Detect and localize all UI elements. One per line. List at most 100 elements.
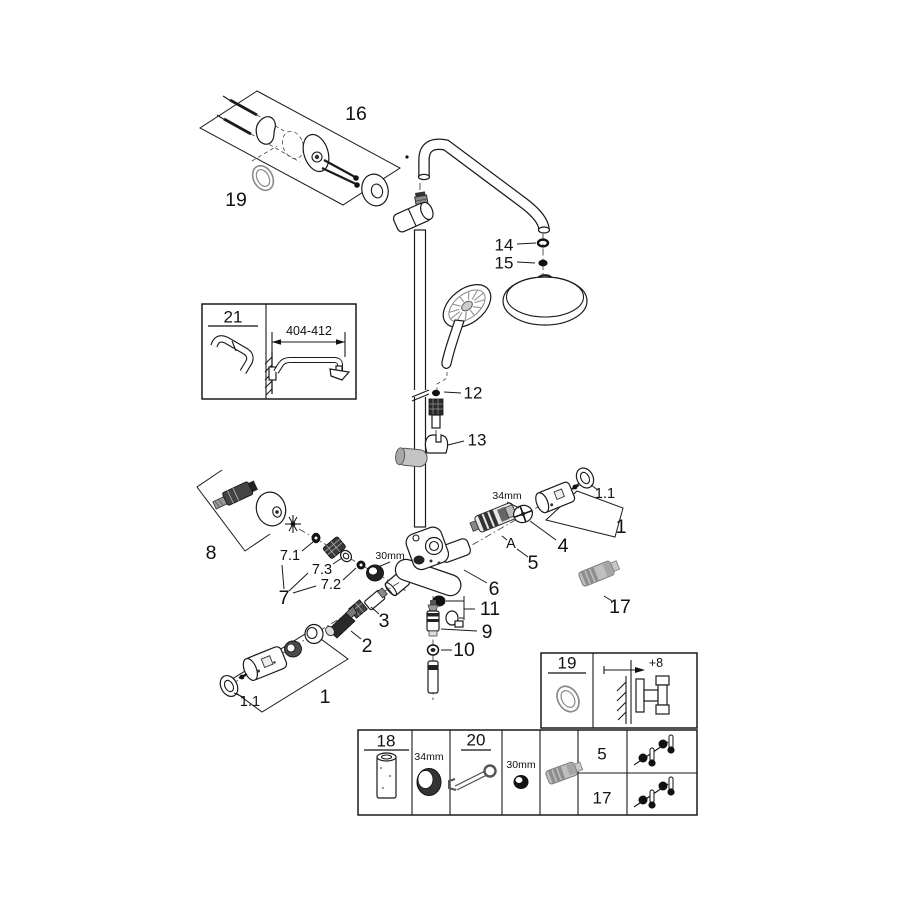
callout-7-3: 7.3 [312,562,332,578]
leader-lines [233,242,613,698]
cartridge-group [219,581,401,713]
inset21-arm-glyph [210,335,254,374]
nut-10 [426,644,440,656]
filter-insert [428,398,444,416]
callout-1-1-left: 1.1 [240,694,260,710]
screw-1-1-right [571,484,580,490]
screw-1-1-left [238,673,248,680]
callout-bracket-1-right [544,490,624,538]
table-cell-18: 18 [377,732,396,751]
callout-1-1-right: 1.1 [595,486,615,502]
table-cell-34mm: 34mm [414,751,443,763]
dim-34mm: 34mm [492,490,521,502]
callout-4: 4 [558,535,569,557]
seal-ring-19 [251,145,278,192]
thread-ring [304,623,324,645]
left-connection-group [196,469,410,597]
callout-bracket-8 [196,469,271,552]
table-cell-20: 20 [467,731,486,750]
callout-5: 5 [528,552,539,574]
diverter-rod-9 [426,600,440,637]
callout-13: 13 [468,431,487,450]
holder-hook [424,434,449,454]
callout-7: 7 [279,587,290,609]
callout-1-right: 1 [616,516,627,538]
callout-3: 3 [379,610,390,632]
star-seal [285,515,301,533]
spout [394,558,462,597]
mixer-body [394,526,472,597]
tool-cylinder-icon [376,752,397,799]
wall-escutcheon [361,173,389,207]
head-shower-group [502,234,588,326]
part-17-valve [578,560,621,587]
washer-14 [536,238,550,248]
inset19-number: 19 [558,654,577,673]
table-row-5: 5 [597,745,606,764]
tool-ring-icon [416,768,442,796]
wall-mount-group-16 [199,90,401,207]
pipe-and-arm [392,138,551,528]
callout-a: A [506,536,516,552]
screw-dot [405,155,409,159]
part-13-holder [395,434,449,468]
inset21-dimension: 404-412 [286,324,332,338]
grease-icon-row5 [633,734,676,768]
tool-table: 18 34mm 20 30mm [357,729,698,816]
oval-escutcheon-right [575,467,595,489]
table-row-17: 17 [593,789,612,808]
lower-rod [427,660,439,694]
callout-7-1: 7.1 [280,548,300,564]
check-valve-5 [469,502,518,533]
shower-rail-pipe [413,229,427,528]
callout-labels: 16 19 14 15 12 13 34mm 1.1 1 4 A 5 6 17 … [206,103,631,710]
callout-16: 16 [345,103,367,125]
callout-11: 11 [480,598,500,620]
flow-disc-4 [513,504,533,524]
callout-7-2: 7.2 [321,577,341,593]
washer-12 [432,389,440,397]
callout-1-left: 1 [320,686,331,708]
cartridge-2 [325,605,358,639]
tool-wrench-icon [448,764,497,791]
dark-ring [284,640,302,658]
callout-8: 8 [206,542,217,564]
part-12-filter [428,389,444,437]
ring-nut-30mm [366,564,384,582]
callout-bracket-11 [446,596,475,620]
inset21-number: 21 [224,308,243,327]
ring-7-3b [339,549,353,563]
inset19-ring [556,685,580,713]
shower-arm [418,138,550,231]
control-knob [413,555,425,565]
arm-end-cap [537,226,551,234]
table-check-valve-icon [545,761,584,785]
dim-30mm: 30mm [375,550,404,562]
holder-knob [395,447,428,468]
wall-union [392,201,434,233]
eccentric-union-8 [212,480,258,510]
callout-10: 10 [453,639,475,661]
seal-outline [282,131,304,159]
round-flange-8 [255,491,287,527]
mounting-plate [302,133,360,188]
head-shower [502,274,588,326]
inset-box-19: 19 +8 [540,652,698,729]
aerator-7-3 [322,536,346,559]
callout-12: 12 [464,384,483,403]
callout-14: 14 [495,236,514,255]
callout-9: 9 [482,621,493,643]
s-union-1-right [535,481,576,514]
inset19-dimension: +8 [649,656,663,670]
diverter-group [426,595,475,700]
inset-box-21: 21 404-412 [201,303,357,400]
hand-shower [436,284,492,390]
hand-shower-handle [441,319,465,369]
inset21-dim-drawing [264,332,351,396]
callout-17: 17 [609,596,631,618]
tool-nut-icon [513,775,529,789]
grease-icon-row17 [633,776,676,810]
inset19-dim-drawing [603,660,670,724]
